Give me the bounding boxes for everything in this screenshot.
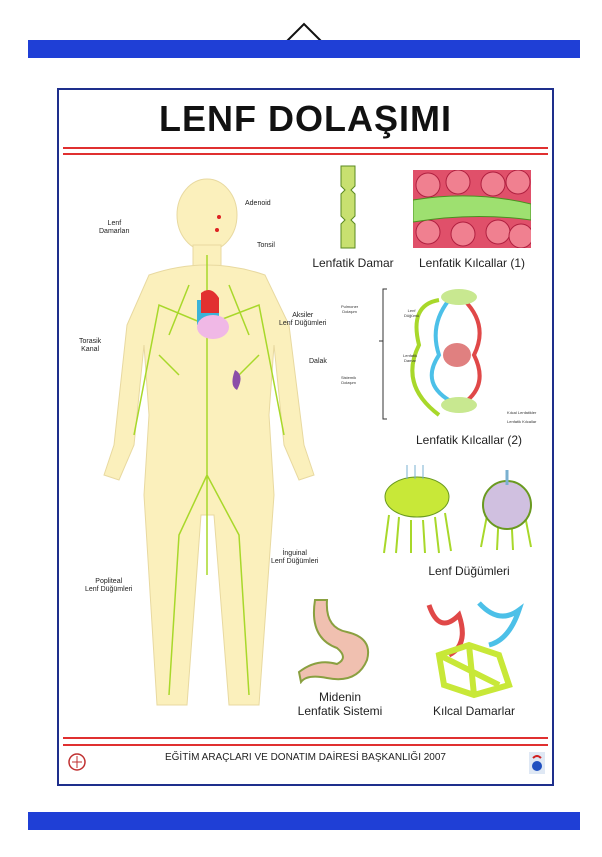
label-torasik: Torasik Kanal <box>79 338 102 353</box>
caption-mide: Midenin Lenfatik Sistemi <box>297 690 383 718</box>
divider <box>63 744 548 746</box>
label-sistemik: Sistemik Dolaşım <box>341 375 357 385</box>
divider <box>63 153 548 155</box>
caption-kilcal-damarlar: Kılcal Damarlar <box>432 704 516 718</box>
bottom-rod <box>28 812 580 830</box>
ministry-logo-icon <box>68 753 86 771</box>
caption-kilcallar-2: Lenfatik Kılcallar (2) <box>415 433 523 447</box>
caption-lenfatik-damar: Lenfatik Damar <box>312 256 394 270</box>
label-lenfatik-kilcallar: Lenfatik Kılcallar <box>507 419 537 424</box>
body-figure <box>103 178 315 706</box>
divider <box>63 147 548 149</box>
label-inguinal: İnguinal Lenf Düğümleri <box>271 550 319 565</box>
circulation-diagram <box>379 288 482 420</box>
caption-lenf-dugumleri: Lenf Düğümleri <box>428 564 510 578</box>
capillaries-1-illustration <box>413 170 531 248</box>
label-lenfatik-damar-small: Lenfatik Damar <box>403 353 418 363</box>
label-pulmoner: Pulmoner Dolaşım <box>341 304 359 314</box>
publisher-logo-icon <box>529 752 545 774</box>
top-rod <box>28 40 580 58</box>
lymph-vessel-illustration <box>340 165 356 249</box>
label-popliteal: Popliteal Lenf Düğümleri <box>85 578 133 593</box>
label-dalak: Dalak <box>309 358 327 365</box>
poster: LENF DOLAŞIMI Adenoid Lenf Damarları Ton… <box>57 88 554 786</box>
divider <box>63 737 548 739</box>
label-adenoid: Adenoid <box>245 200 271 207</box>
caption-kilcallar-1: Lenfatik Kılcallar (1) <box>418 256 526 270</box>
footer-text: EĞİTİM ARAÇLARI VE DONATIM DAİRESİ BAŞKA… <box>164 752 446 763</box>
label-lenf-damarlari: Lenf Damarları <box>99 220 130 235</box>
label-tonsil: Tonsil <box>257 242 275 249</box>
lymph-nodes-illustration <box>383 465 532 554</box>
hanger-icon <box>285 22 323 43</box>
poster-title: LENF DOLAŞIMI <box>159 98 452 139</box>
blood-capillaries-illustration <box>426 601 524 699</box>
label-kilcal-lenfatikler: Kılcal Lenfatikler <box>507 410 537 415</box>
label-lenf-dugumu: Lenf Düğümü <box>404 308 420 318</box>
stomach-illustration <box>297 599 369 684</box>
label-aksiler: Aksiler Lenf Düğümleri <box>279 312 327 327</box>
